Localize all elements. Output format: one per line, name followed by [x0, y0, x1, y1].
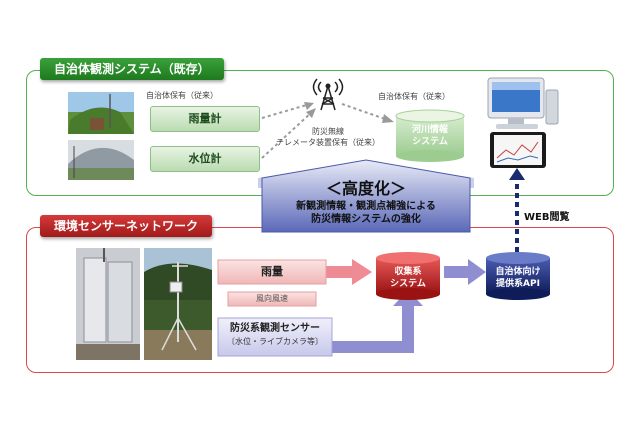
telemeter-line1: 防災無線	[312, 127, 344, 136]
upgrade-title: ＜高度化＞	[325, 179, 406, 198]
rainfall-box	[217, 259, 327, 285]
river-info-line1: 河川情報	[411, 125, 448, 135]
collection-system-cylinder	[376, 252, 440, 300]
owner-label-right: 自治体保有（従来）	[378, 92, 450, 101]
collection-label: 収集系 システム	[376, 266, 440, 290]
sensor-box	[217, 317, 333, 357]
api-system-cylinder	[486, 252, 550, 300]
wind-label: 風向風速	[256, 294, 288, 303]
upgrade-label: ＜高度化＞ 新観測情報・観測点補強による 防災情報システムの強化	[262, 178, 470, 226]
weather-station-photo	[144, 248, 212, 360]
water-gauge-photo	[68, 140, 134, 180]
sensor-network-title: 環境センサーネットワーク	[40, 215, 213, 237]
antenna-tower-icon	[312, 78, 344, 111]
wind-box	[227, 291, 317, 307]
existing-system-title: 自治体観測システム（既存）	[40, 58, 224, 80]
sensor-unit-photo	[76, 248, 140, 360]
river-info-system-cylinder	[395, 109, 465, 162]
rain-gauge-box: 雨量計	[150, 106, 260, 132]
owner-label-left: 自治体保有（従来）	[146, 91, 218, 100]
sensor-line1: 防災系観測センサー	[230, 323, 320, 334]
upgrade-arrow	[258, 159, 474, 233]
sensor-label: 防災系観測センサー 〔水位・ライブカメラ等〕	[218, 322, 332, 348]
rainfall-to-collection-arrow	[326, 259, 372, 285]
api-line1: 自治体向け	[495, 267, 541, 277]
desktop-computer-icon	[487, 77, 559, 129]
collection-line1: 収集系	[394, 267, 422, 277]
telemeter-label: 防災無線 テレメータ装置保有（従来）	[276, 126, 380, 148]
upgrade-line1: 新観測情報・観測点補強による	[296, 201, 436, 212]
api-label: 自治体向け 提供系API	[486, 266, 550, 290]
web-access-arrow	[509, 168, 525, 252]
sensor-line2: 〔水位・ライブカメラ等〕	[227, 337, 323, 346]
sensor-to-collection-arrow	[332, 290, 423, 353]
telemetry-arrows	[261, 103, 389, 159]
river-info-line2: システム	[412, 137, 448, 147]
river-info-label: 河川情報 システム	[396, 124, 464, 148]
collection-to-api-arrow	[444, 259, 486, 285]
api-line2: 提供系API	[496, 279, 540, 289]
upgrade-line2: 防災情報システムの強化	[311, 214, 421, 225]
collection-line2: システム	[390, 279, 426, 289]
web-access-label: WEB閲覧	[524, 212, 570, 223]
rainfall-label: 雨量	[261, 265, 283, 278]
water-gauge-box: 水位計	[150, 146, 260, 172]
rain-gauge-photo	[68, 92, 134, 134]
tablet-icon	[490, 132, 546, 168]
telemeter-line2: テレメータ装置保有（従来）	[276, 138, 380, 147]
